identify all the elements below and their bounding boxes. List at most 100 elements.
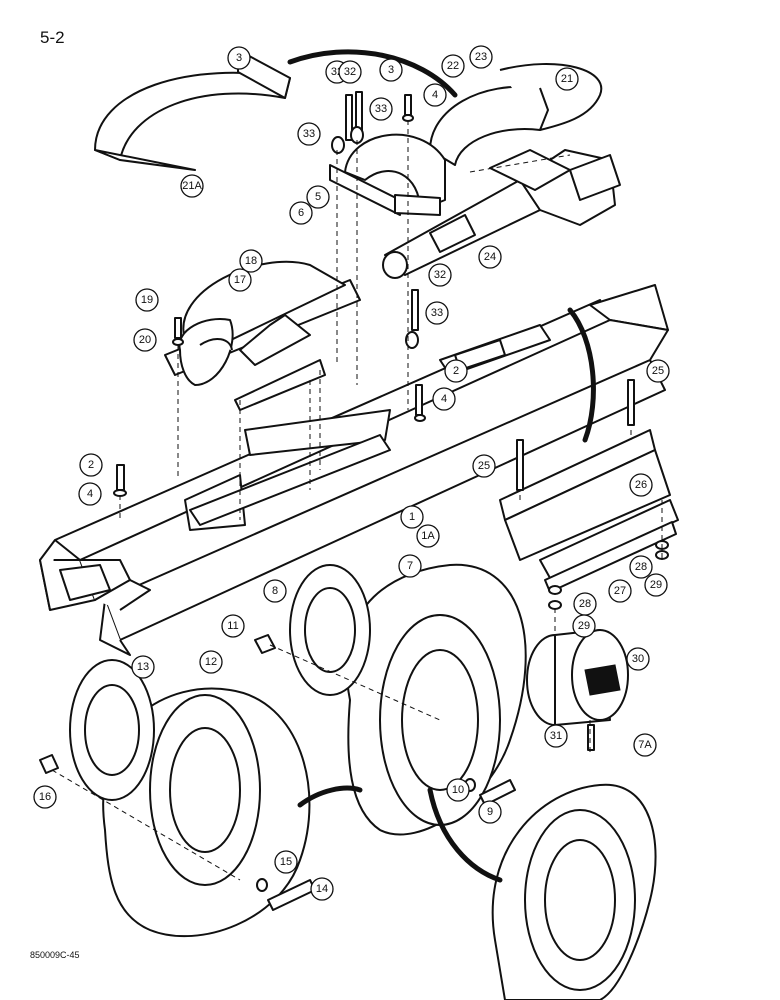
drawing-code: 850009C-45 (30, 950, 80, 960)
callout-33-2: 33 (369, 97, 393, 121)
callout-9: 9 (478, 800, 502, 824)
callout-circle (644, 573, 668, 597)
callout-20: 20 (133, 328, 157, 352)
callout-25-2: 25 (646, 359, 670, 383)
callout-circle (400, 505, 424, 529)
callout-circle (306, 185, 330, 209)
callout-label: 19 (141, 294, 153, 306)
callout-4: 4 (78, 482, 102, 506)
callout-label: 22 (447, 60, 459, 72)
callout-circle (131, 655, 155, 679)
callout-33: 33 (297, 122, 321, 146)
callout-circle (274, 850, 298, 874)
callout-circle (135, 288, 159, 312)
callout-circle (398, 554, 422, 578)
callout-10: 10 (446, 778, 470, 802)
callout-label: 5 (315, 191, 321, 203)
callout-label: 29 (578, 620, 590, 632)
callout-circle (478, 245, 502, 269)
callout-circle (425, 301, 449, 325)
callout-label: 15 (280, 856, 292, 868)
callout-circle (441, 54, 465, 78)
callout-circle (633, 733, 657, 757)
callout-label: 33 (375, 103, 387, 115)
callout-label: 26 (635, 479, 647, 491)
callout-label: 17 (234, 274, 246, 286)
callout-circle (379, 58, 403, 82)
callout-circle (78, 482, 102, 506)
callout-label: 2 (453, 365, 459, 377)
callout-label: 8 (272, 585, 278, 597)
callout-label: 13 (137, 661, 149, 673)
callout-label: 10 (452, 784, 464, 796)
callout-label: 32 (434, 269, 446, 281)
callout-circle (469, 45, 493, 69)
callout-label: 12 (205, 656, 217, 668)
callout-6: 6 (289, 201, 313, 225)
callout-circle (572, 614, 596, 638)
callout-label: 21A (182, 180, 202, 192)
callout-circle (297, 122, 321, 146)
callout-22: 22 (441, 54, 465, 78)
callout-28: 28 (573, 592, 597, 616)
callout-label: 27 (614, 585, 626, 597)
callout-29: 29 (644, 573, 668, 597)
callout-label: 24 (484, 251, 496, 263)
callout-circle (416, 524, 440, 548)
callout-circle (263, 579, 287, 603)
track-roller-30 (526, 629, 629, 726)
callout-circle (629, 555, 653, 579)
callout-7: 7 (398, 554, 422, 578)
callout-27: 27 (608, 579, 632, 603)
callout-circle (180, 174, 204, 198)
sprocket-12 (102, 687, 311, 938)
callout-29-2: 29 (572, 614, 596, 638)
callout-label: 4 (432, 89, 438, 101)
callout-circle (79, 453, 103, 477)
idler-support-18 (164, 260, 361, 411)
callout-label: 4 (87, 488, 93, 500)
callout-31: 31 (544, 724, 568, 748)
callout-circle (428, 263, 452, 287)
guide-26 (499, 429, 679, 593)
spacer-ring-8 (289, 564, 371, 696)
sprocket-7a (491, 783, 657, 1000)
callout-circle (338, 60, 362, 84)
callout-circle (310, 877, 334, 901)
callout-4-2: 4 (432, 387, 456, 411)
callout-label: 32 (344, 66, 356, 78)
callout-24: 24 (478, 245, 502, 269)
track-frame-1 (39, 284, 669, 656)
callout-28-2: 28 (629, 555, 653, 579)
motion-arrow-sprocket (427, 787, 503, 883)
callout-circle (446, 778, 470, 802)
callout-label: 28 (635, 561, 647, 573)
callout-label: 1A (421, 530, 435, 542)
guard-21a (94, 49, 291, 171)
callout-circle (444, 359, 468, 383)
callout-label: 7A (638, 739, 652, 751)
callout-circle (289, 201, 313, 225)
callout-label: 1 (409, 511, 415, 523)
callout-1a: 1A (416, 524, 440, 548)
callout-circle (478, 800, 502, 824)
callout-label: 11 (227, 620, 238, 632)
callout-label: 30 (632, 653, 644, 665)
callout-label: 31 (550, 730, 562, 742)
callout-label: 4 (441, 393, 447, 405)
callout-30: 30 (626, 647, 650, 671)
callout-2-2: 2 (444, 359, 468, 383)
callout-26: 26 (629, 473, 653, 497)
callout-label: 25 (652, 365, 664, 377)
callout-label: 3 (388, 64, 394, 76)
motion-arrow-top (287, 49, 458, 98)
callout-label: 2 (88, 459, 94, 471)
callout-circle (239, 249, 263, 273)
callout-label: 3 (236, 52, 242, 64)
callout-33-3: 33 (425, 301, 449, 325)
callout-label: 21 (561, 73, 573, 85)
callout-label: 23 (475, 51, 487, 63)
motion-arrow-frame (567, 307, 596, 443)
callout-label: 20 (139, 334, 151, 346)
callout-17: 17 (228, 268, 252, 292)
